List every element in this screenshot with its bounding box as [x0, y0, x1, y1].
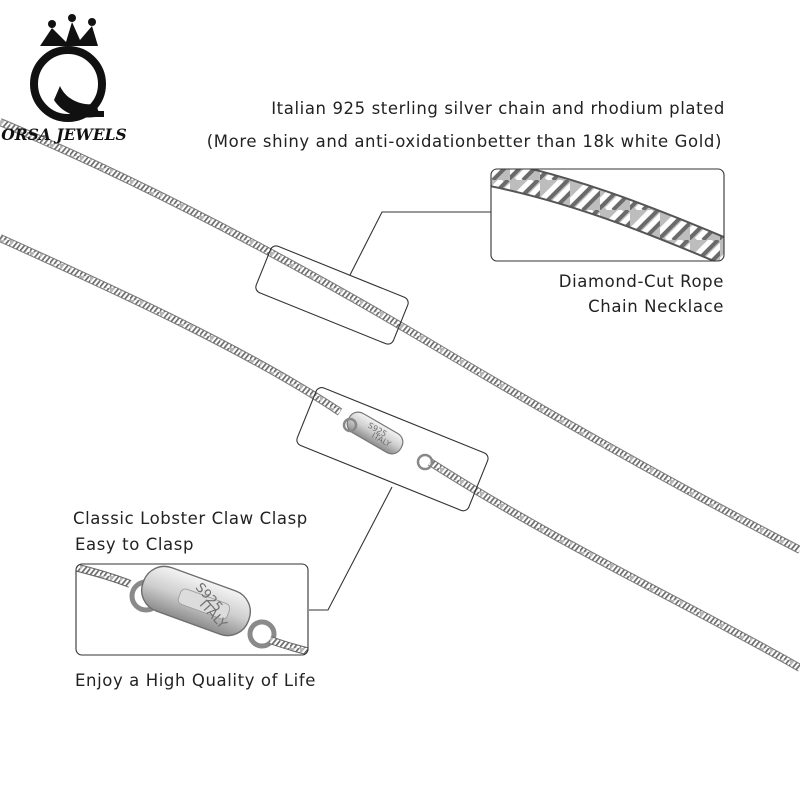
brand-logo — [30, 14, 106, 122]
headline-line-1: Italian 925 sterling silver chain and rh… — [271, 99, 725, 118]
headline-line-2: (More shiny and anti-oxidationbetter tha… — [206, 132, 722, 151]
rope-caption-line-1: Diamond-Cut Rope — [558, 272, 724, 291]
rope-highlight-frame — [255, 245, 409, 345]
clasp-highlight-frame — [296, 387, 489, 512]
upper-rope-chain — [0, 118, 800, 554]
rope-caption-line-2: Chain Necklace — [588, 297, 724, 316]
clasp-closeup-box: S925 ITALY — [75, 563, 309, 656]
lobster-clasp-small: S925 ITALY — [342, 411, 434, 471]
clasp-caption-line-2: Easy to Clasp — [75, 535, 195, 554]
rope-closeup-box — [490, 168, 725, 262]
clasp-leader-line — [309, 486, 393, 611]
rope-leader-line — [349, 211, 491, 276]
clasp-caption-line-1: Classic Lobster Claw Clasp — [73, 509, 308, 528]
lower-rope-chain — [0, 234, 800, 672]
crown-icon — [40, 14, 98, 46]
tagline: Enjoy a High Quality of Life — [75, 671, 316, 690]
brand-name: ORSA JEWELS — [1, 125, 127, 144]
